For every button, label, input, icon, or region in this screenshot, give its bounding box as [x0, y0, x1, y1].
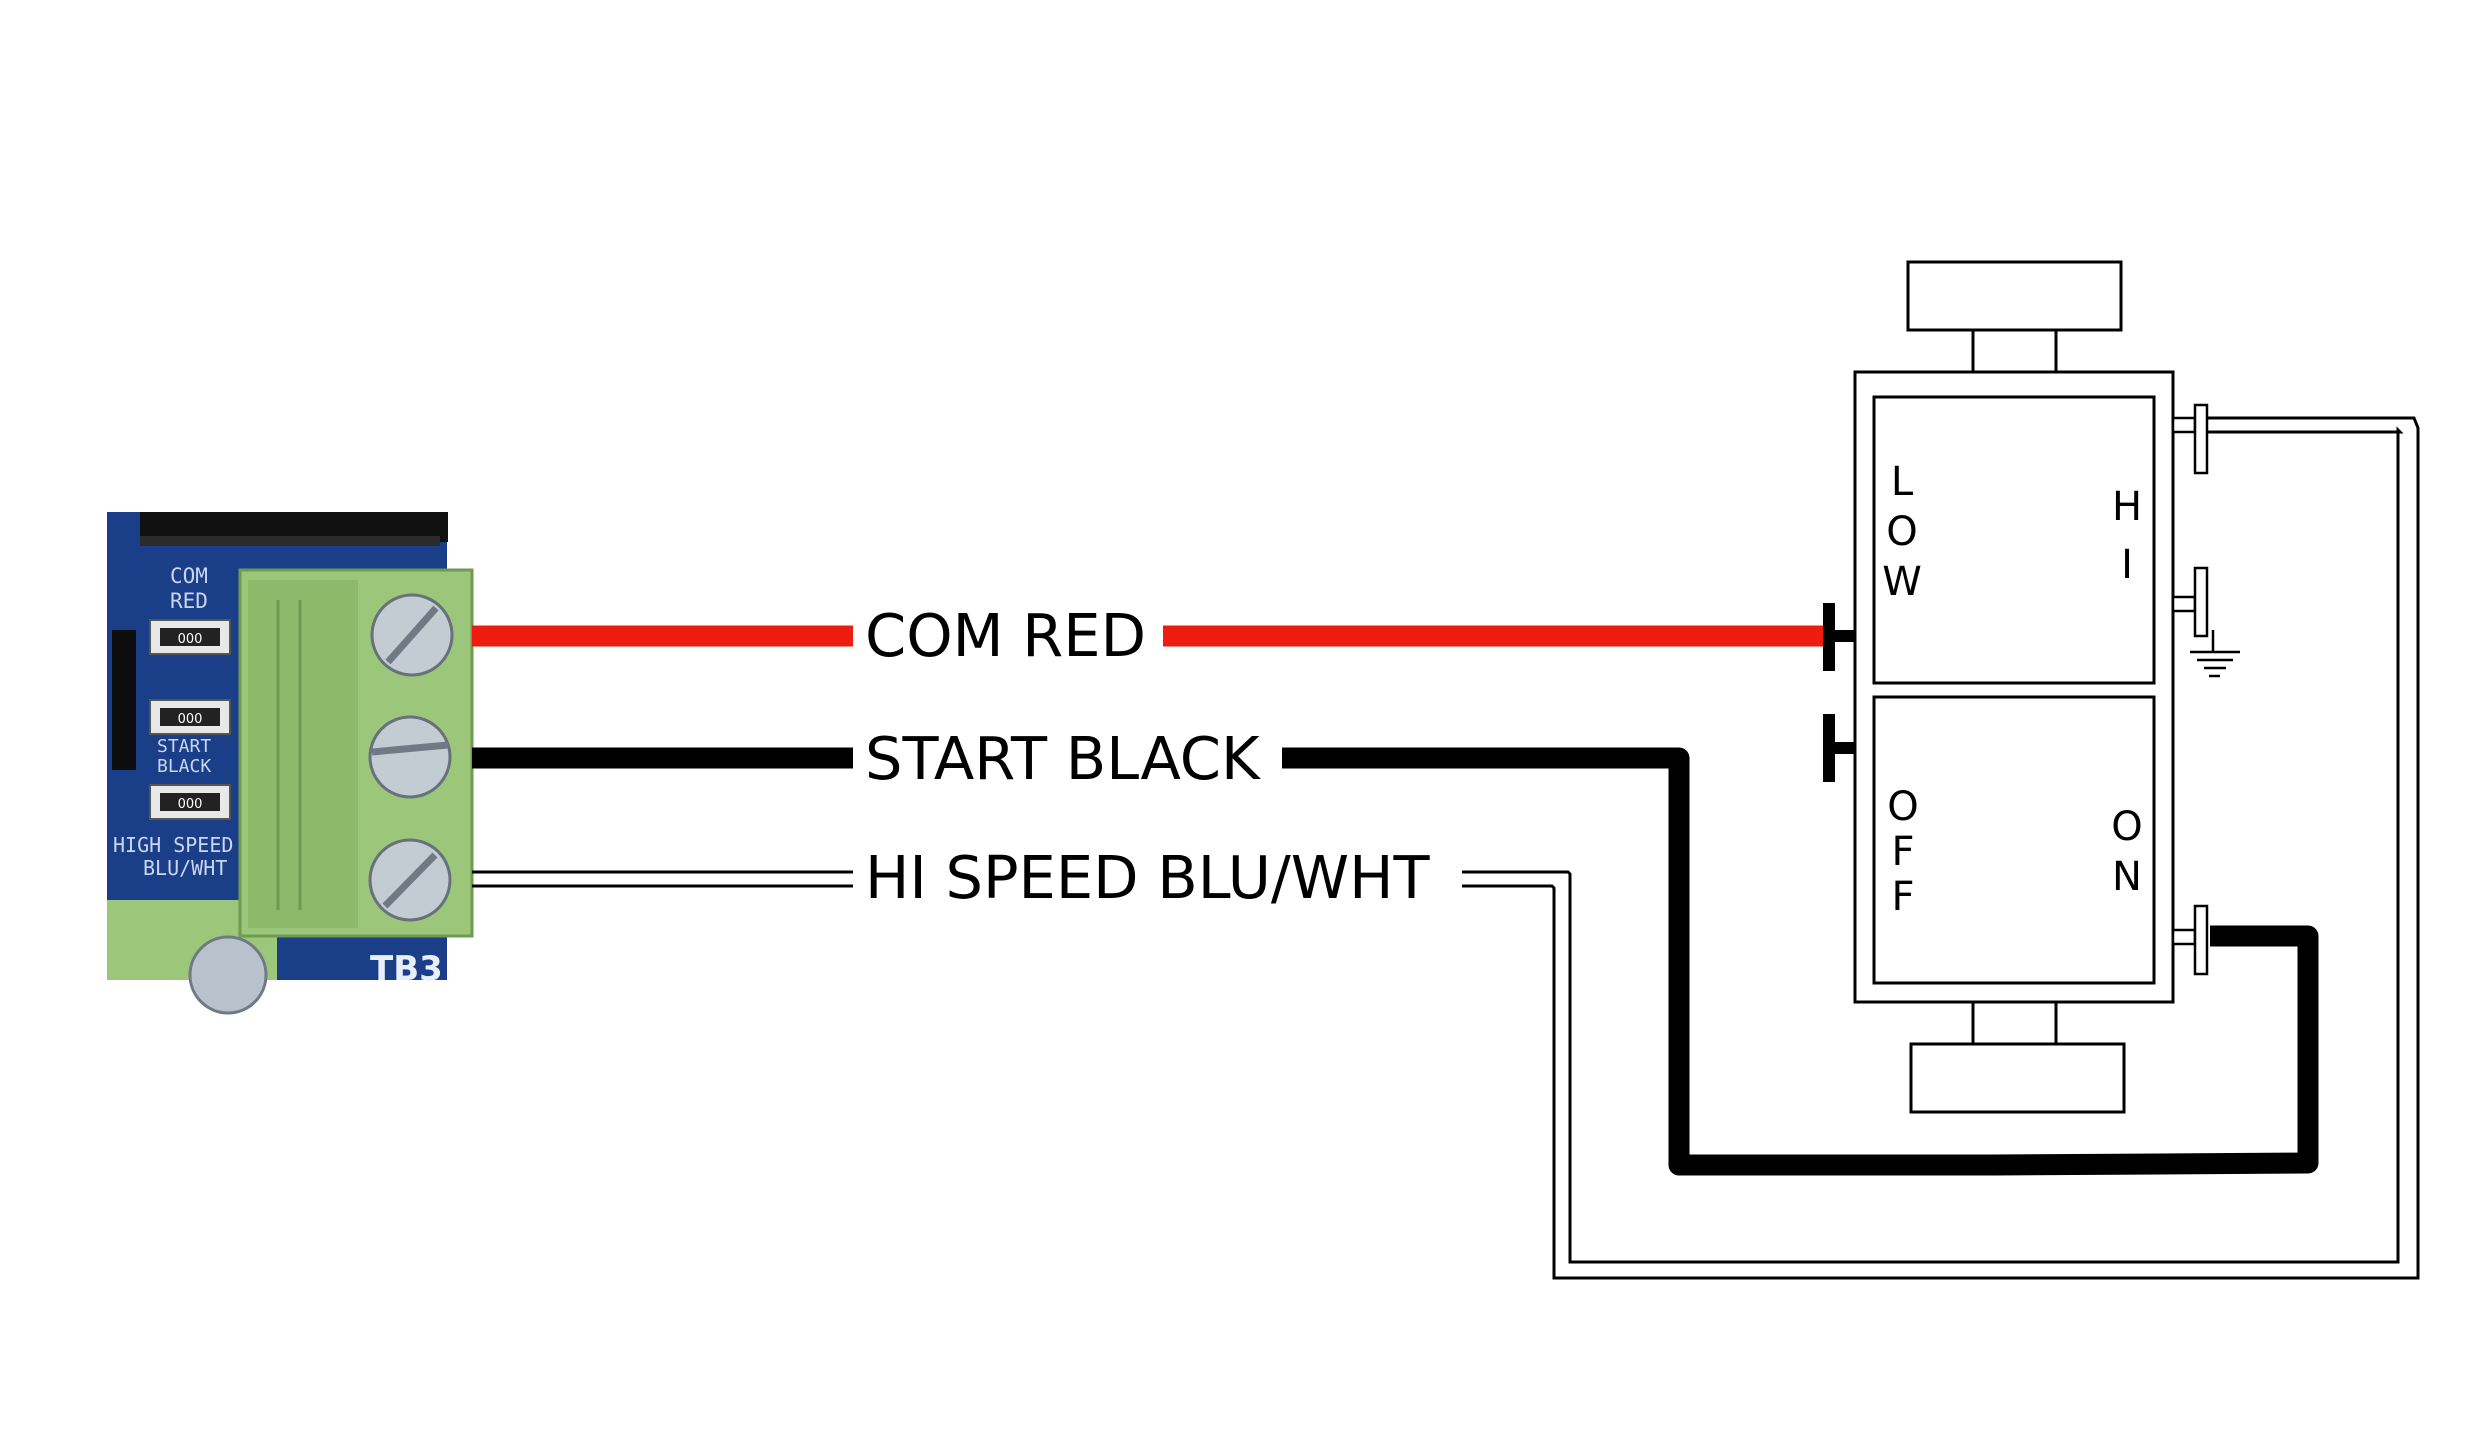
switch-top-panel [1872, 395, 2156, 685]
circuit-board: COM RED START BLACK HIGH SPEED BLU/WHT 0… [107, 512, 474, 1015]
wire-hi-speed [472, 416, 2420, 1280]
switch-letter-h: H [2112, 484, 2142, 530]
board-label-tb: TB3 [370, 949, 443, 989]
pcb-header-edge [140, 536, 440, 546]
terminal-block-shade [248, 580, 358, 928]
switch-letter-on-o: O [2111, 804, 2142, 850]
left-terminal-top-stem [1823, 630, 1855, 642]
switch-letter-l: L [1891, 459, 1914, 505]
svg-text:000: 000 [178, 797, 203, 812]
switch-letter-off-o: O [1887, 784, 1918, 830]
wire-start-black [472, 747, 2319, 1176]
switch-letter-off-f2: F [1891, 874, 1914, 920]
resistor-1: 000 [149, 619, 231, 655]
switch-top-neck [1971, 328, 2058, 374]
right-terminal-bottom [2171, 904, 2209, 976]
svg-text:000: 000 [178, 632, 203, 647]
switch-top-tab [1906, 260, 2123, 332]
label-hi-speed: HI SPEED BLU/WHT [865, 843, 1430, 912]
lower-screw [188, 935, 268, 1015]
svg-text:000: 000 [178, 712, 203, 727]
switch-letter-i: I [2121, 542, 2133, 588]
switch-bottom-tab [1909, 1042, 2126, 1114]
board-label-bluwht: BLU/WHT [143, 856, 227, 880]
right-terminal-ground [2171, 566, 2209, 638]
board-label-high-speed: HIGH SPEED [113, 833, 233, 857]
switch-letter-w: W [1882, 559, 1922, 605]
label-com-red: COM RED [865, 601, 1146, 670]
rocker-switch: L O W H I O F F O N [1823, 260, 2240, 1114]
right-terminal-top [2171, 403, 2209, 475]
switch-bottom-panel [1872, 695, 2156, 985]
resistor-3: 000 [149, 784, 231, 820]
terminal-screw-start [368, 715, 452, 799]
terminal-screw-hi [368, 838, 452, 922]
switch-bottom-neck [1971, 1000, 2058, 1046]
pcb-side-component [112, 630, 136, 770]
left-terminal-bottom-stem [1823, 742, 1855, 754]
board-label-start: START [157, 736, 211, 757]
black-wire-path [1282, 747, 2319, 1176]
switch-letter-off-f1: F [1891, 829, 1914, 875]
board-label-black: BLACK [157, 756, 211, 777]
board-label-red: RED [170, 589, 208, 613]
label-start-black: START BLACK [865, 724, 1261, 793]
ground-icon [2190, 630, 2240, 678]
switch-letter-on-n: N [2112, 854, 2142, 900]
board-label-com: COM [170, 564, 208, 588]
switch-letter-o: O [1886, 509, 1917, 555]
resistor-2: 000 [149, 699, 231, 735]
terminal-screw-com [370, 593, 454, 677]
